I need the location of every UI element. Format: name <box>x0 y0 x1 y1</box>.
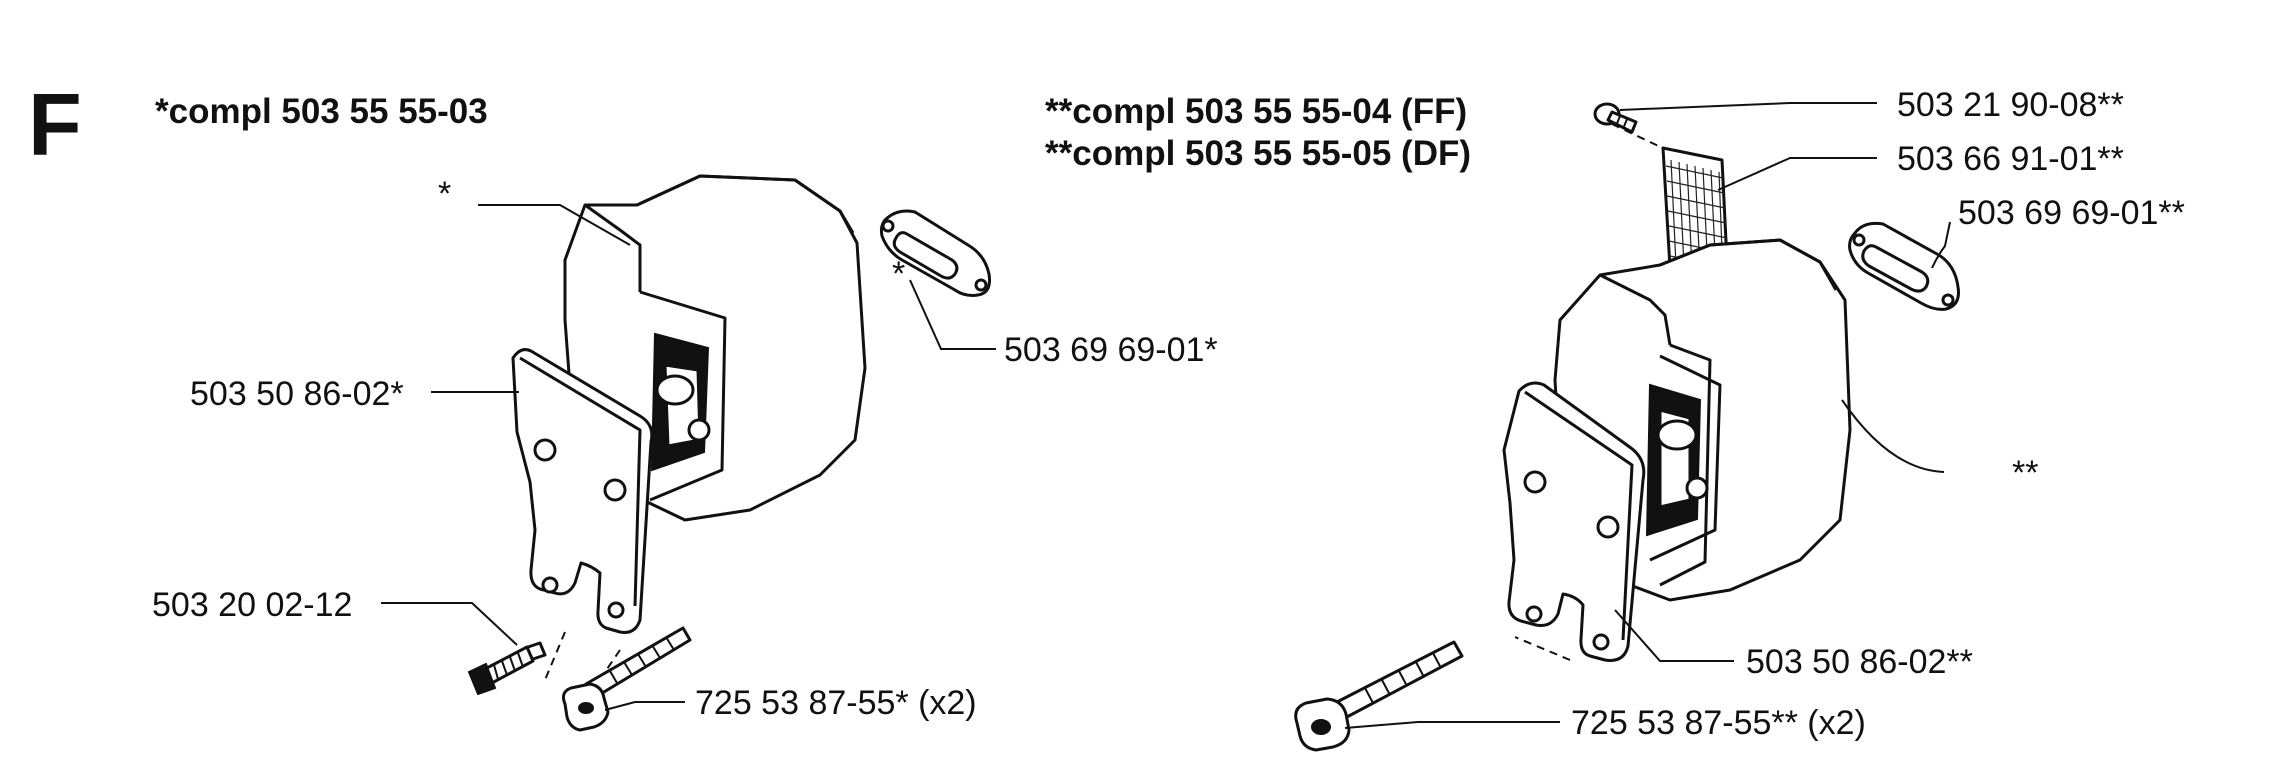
right-screen-part-label: 503 66 91-01** <box>1897 140 2124 178</box>
right-muffler-outlet-frame <box>1649 354 1722 562</box>
left-muffler-outlet-bolt-hole <box>687 418 711 442</box>
left-gasket-part-label: 503 69 69-01* <box>1004 331 1218 369</box>
left-bolt <box>562 626 692 732</box>
right-plate-hole-upper <box>1523 470 1547 494</box>
left-plate-hole-lower <box>603 478 627 502</box>
right-muffler-assembly <box>1294 102 1960 752</box>
right-plate-hole-lower <box>1596 515 1620 539</box>
right-plate-inner-edge <box>1524 390 1634 641</box>
right-small-screw-shank <box>1606 110 1638 134</box>
left-bolt-socket <box>578 702 594 714</box>
left-bolt-shank <box>584 626 692 700</box>
left-muffler-top-edge <box>636 174 855 234</box>
right-gasket <box>1848 221 1960 311</box>
right-muffler-outlet-bolt-hole <box>1685 476 1709 500</box>
right-gasket-part-label: 503 69 69-01** <box>1958 194 2185 232</box>
right-small-screw-part-label: 503 21 90-08** <box>1897 86 2124 124</box>
left-screw-guide-line <box>544 631 566 681</box>
right-small-screw-leader-line <box>1619 102 1877 111</box>
right-small-screw <box>1593 102 1638 134</box>
right-kit-title-ff: **compl 503 55 55-04 (FF) <box>1045 92 1467 131</box>
right-muffler-callout: ** <box>2012 454 2038 492</box>
left-screw-threads <box>493 652 524 680</box>
left-bolt-part-label: 725 53 87-55* (x2) <box>695 684 977 722</box>
right-plate-hole-foot-right <box>1592 633 1610 651</box>
left-plate <box>511 348 654 634</box>
left-muffler-outlet-frame <box>639 290 727 502</box>
left-plate-part-label: 503 50 86-02* <box>190 375 404 413</box>
right-gasket-leader-line <box>1931 221 1951 269</box>
right-small-screw-threads <box>1615 115 1628 130</box>
left-muffler-leader-line <box>478 204 631 246</box>
right-bolt <box>1294 640 1464 752</box>
right-screen-leader-line <box>1717 157 1877 191</box>
left-muffler-callout: * <box>438 175 451 213</box>
right-muffler-leader-line <box>1841 399 1945 473</box>
right-gasket-hole-top <box>1852 233 1866 247</box>
left-plate-hole-upper <box>533 438 557 462</box>
right-kit-title-df: **compl 503 55 55-05 (DF) <box>1045 134 1471 173</box>
right-muffler-outlet-pipe <box>1656 419 1698 451</box>
left-bolt-guide-line <box>602 649 621 676</box>
section-letter: F <box>28 75 82 174</box>
right-plate <box>1502 381 1646 662</box>
left-bolt-leader-line <box>604 701 685 711</box>
right-muffler-side-edge <box>1659 343 1712 587</box>
left-screw-head <box>467 662 497 696</box>
right-bolt-guide-line <box>1514 636 1571 661</box>
left-gasket-hole-bottom <box>974 278 988 292</box>
left-muffler-front-edge <box>584 203 642 292</box>
left-kit-title: *compl 503 55 55-03 <box>155 92 488 131</box>
left-screw <box>467 641 547 696</box>
left-muffler-assembly <box>467 174 991 732</box>
left-screw-part-label: 503 20 02-12 <box>152 586 352 624</box>
right-bolt-socket <box>1311 719 1331 735</box>
left-gasket-hole-top <box>881 219 895 233</box>
right-bolt-shank <box>1333 640 1464 720</box>
right-gasket-hole-bottom <box>1941 293 1955 307</box>
left-gasket <box>879 209 991 297</box>
right-screen-mesh-horizontal <box>1665 165 1729 269</box>
right-plate-part-label: 503 50 86-02** <box>1746 643 1973 681</box>
left-plate-inner-edge <box>519 356 642 607</box>
left-screw-leader-line <box>381 602 518 646</box>
right-muffler-top-edge <box>1659 238 1838 291</box>
right-muffler-front-edge <box>1599 273 1672 346</box>
right-bolt-threads <box>1364 652 1442 704</box>
left-gasket-callout: * <box>892 255 905 293</box>
right-gasket-opening <box>1861 244 1930 293</box>
left-bolt-threads <box>609 636 675 684</box>
right-bolt-part-label: 725 53 87-55** (x2) <box>1571 704 1866 742</box>
left-plate-hole-foot-left <box>541 576 559 594</box>
right-plate-leader-line <box>1614 609 1734 662</box>
left-gasket-leader-line <box>909 279 996 350</box>
left-muffler-outlet-pipe <box>655 374 695 406</box>
right-plate-hole-foot-left <box>1525 605 1543 623</box>
left-gasket-opening <box>892 231 959 280</box>
left-plate-hole-foot-right <box>607 601 625 619</box>
right-bolt-leader-line <box>1344 721 1560 729</box>
